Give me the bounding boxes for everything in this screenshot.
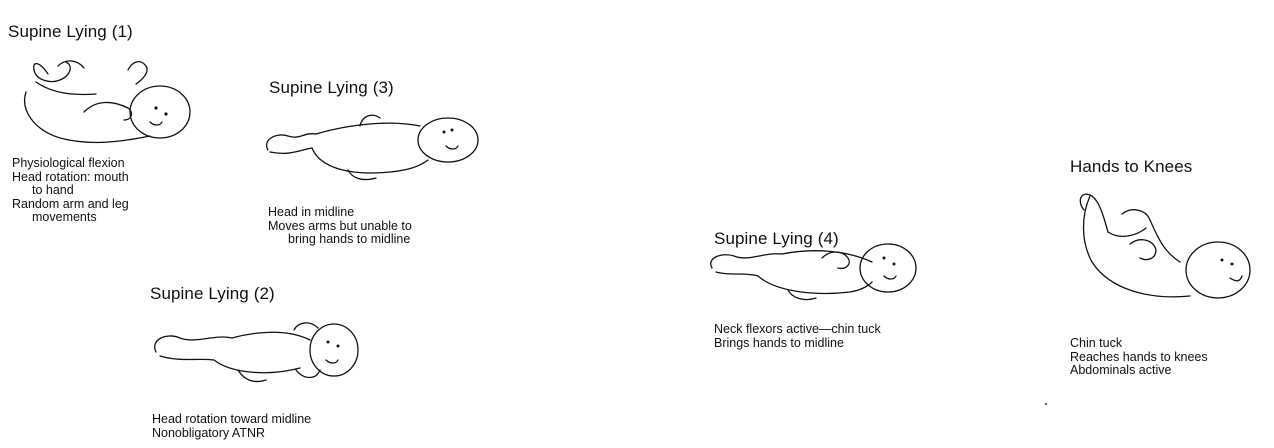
scan-speck [1045, 403, 1047, 405]
stage-description: Chin tuck Reaches hands to knees Abdomin… [1070, 337, 1208, 378]
description-line: Abdominals active [1070, 364, 1208, 378]
description-line: Reaches hands to knees [1070, 351, 1208, 365]
description-line: Chin tuck [1070, 337, 1208, 351]
